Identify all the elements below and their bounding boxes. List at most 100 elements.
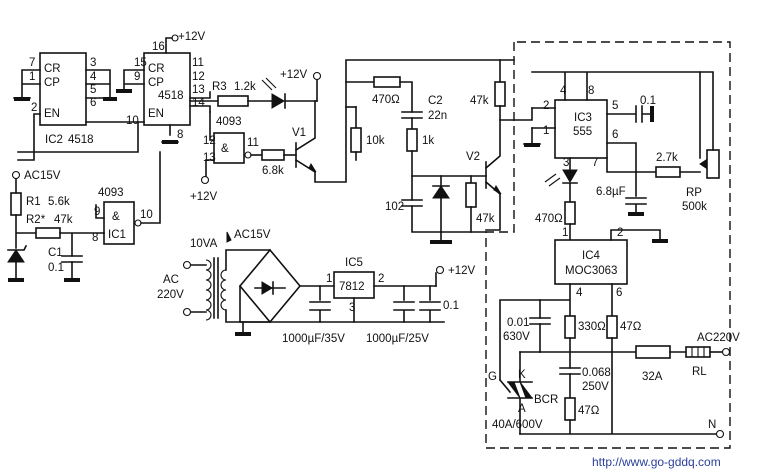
ic1b-4518: 15 9 16 CR CP 4518 EN 11 12 13 14 8 +12V — [17, 31, 211, 153]
ic2-pin-10: 10 — [126, 115, 139, 127]
ic5-pin-2: 2 — [378, 273, 384, 285]
r-47k-top-label: 47k — [470, 95, 489, 107]
r-47-a — [606, 315, 618, 339]
ic3-555: IC3 555 4 8 2 1 5 6 3 7 0.1 2.7k RP 500k… — [523, 71, 720, 216]
ps-out-terminal — [435, 265, 445, 275]
ic3-pin-7: 7 — [592, 157, 598, 169]
ic1-gate-name: IC1 — [108, 229, 126, 241]
vcc-top-label: +12V — [178, 31, 206, 43]
ic1b-pin-12: 12 — [192, 71, 205, 83]
c-ps1-label: 1000µF/35V — [282, 333, 345, 345]
c-ps2-label: 1000µF/25V — [366, 333, 429, 345]
ic3-pin-4: 4 — [560, 85, 567, 97]
c-snub2-voltage: 250V — [582, 381, 609, 393]
ic2-pin-5: 5 — [90, 84, 96, 96]
power-supply: 10VA AC15V AC 220V IC5 7812 1 2 3 +12V 0… — [157, 229, 476, 345]
ic2-pin-2: 2 — [31, 102, 37, 114]
ic3-name: IC3 — [574, 112, 592, 124]
ac-in-label: AC — [163, 274, 179, 286]
r-1k-label: 1k — [422, 135, 434, 147]
fuse-label: 32A — [642, 371, 663, 383]
gate-top-pin-11: 11 — [247, 137, 259, 149]
n-label: N — [708, 419, 716, 431]
r-led-label: 470Ω — [535, 213, 563, 225]
bcr-value: 40A/600V — [492, 419, 543, 431]
triac-bcr — [507, 351, 533, 435]
rp-label: RP — [686, 187, 702, 199]
ic1-gate-pin-8: 8 — [92, 232, 98, 244]
ic4-pin-1: 1 — [562, 227, 568, 239]
ic1b-pin-9: 9 — [134, 71, 140, 83]
opto-drive: 470Ω — [535, 157, 578, 241]
c1-value: 0.1 — [48, 262, 64, 274]
c-01-cap — [606, 105, 653, 123]
module-enclosure — [485, 41, 731, 449]
r3-led-branch: R3 1.2k +12V — [189, 69, 322, 109]
ic5-name: IC5 — [345, 257, 363, 269]
c-102 — [401, 199, 423, 207]
ps-out-label: +12V — [448, 265, 476, 277]
r-47k-v2-label: 47k — [476, 213, 495, 225]
v2-label: V2 — [466, 151, 480, 163]
ic1-gate-pin-10: 10 — [140, 209, 153, 221]
ic2-en: EN — [44, 108, 60, 120]
ic1b-cp: CP — [148, 77, 164, 89]
bridge-rectifier — [238, 248, 302, 324]
ic5-regulator — [333, 271, 375, 299]
r-6k8-label: 6.8k — [262, 165, 284, 177]
ic1b-en: EN — [148, 108, 164, 120]
r-2k7 — [655, 166, 681, 178]
ac220-out-terminal — [721, 347, 731, 357]
rl-label: RL — [692, 366, 707, 378]
r-10k — [350, 127, 362, 153]
ic4-name: IC4 — [582, 250, 601, 262]
c1-label: C1 — [48, 247, 63, 259]
ic1-gate-symbol: & — [112, 211, 120, 223]
ic3-part: 555 — [573, 126, 592, 138]
ic1b-pin-11: 11 — [192, 57, 204, 69]
r-47-b-label: 47Ω — [578, 405, 600, 417]
ic1-gate-part: 4093 — [98, 187, 124, 199]
r1-label: R1 — [26, 196, 41, 208]
transformer-va: 10VA — [190, 238, 218, 250]
ac-in-voltage: 220V — [157, 289, 184, 301]
c-ps2 — [393, 285, 415, 323]
r-330 — [564, 315, 576, 339]
ac-in-terminal-1 — [182, 260, 192, 270]
ac-in-terminal-2 — [182, 307, 192, 317]
r-2k7-label: 2.7k — [656, 152, 678, 164]
input-section: AC15V R1 5.6k R2* 47k C1 0.1 4093 & IC1 … — [7, 151, 161, 282]
r2-label: R2* — [26, 214, 46, 226]
c-snub1-cap — [529, 317, 551, 325]
r-led — [564, 201, 576, 225]
ic1b-pin-13: 13 — [192, 84, 205, 96]
watermark-url: http://www.go-gddq.com — [592, 455, 721, 469]
ic1b-pin-8: 8 — [177, 129, 183, 141]
ac15v-left-terminal — [11, 170, 21, 180]
led-opto-icon — [562, 169, 578, 183]
r-47k-v2 — [465, 182, 477, 208]
fuse-32a — [635, 345, 671, 359]
diode-v2-icon — [432, 185, 450, 199]
v1-label: V1 — [292, 127, 306, 139]
c-snub2-label: 0.068 — [582, 367, 611, 379]
ic3-pin-6: 6 — [612, 129, 618, 141]
r-470-label: 470Ω — [372, 94, 400, 106]
r-47-b — [564, 397, 576, 421]
ic4-pin-2: 2 — [617, 227, 623, 239]
gate-top-symbol: & — [221, 143, 229, 155]
ic3-pin-1: 1 — [543, 125, 549, 137]
gate-top-vcc-terminal — [200, 175, 210, 185]
ic1b-pin-15: 15 — [134, 57, 147, 69]
r-470 — [373, 76, 401, 88]
ic4-moc3063: IC4 MOC3063 1 2 4 6 — [554, 227, 668, 299]
ic3-pin-5: 5 — [612, 100, 618, 112]
r-1k — [406, 128, 418, 152]
ic2-pin-4: 4 — [90, 71, 97, 83]
c-snub2-cap — [559, 367, 581, 375]
led-top-icon — [271, 93, 285, 109]
c2-value: 22n — [428, 110, 447, 122]
rp-potentiometer — [706, 149, 720, 179]
r-6k8 — [261, 149, 285, 161]
